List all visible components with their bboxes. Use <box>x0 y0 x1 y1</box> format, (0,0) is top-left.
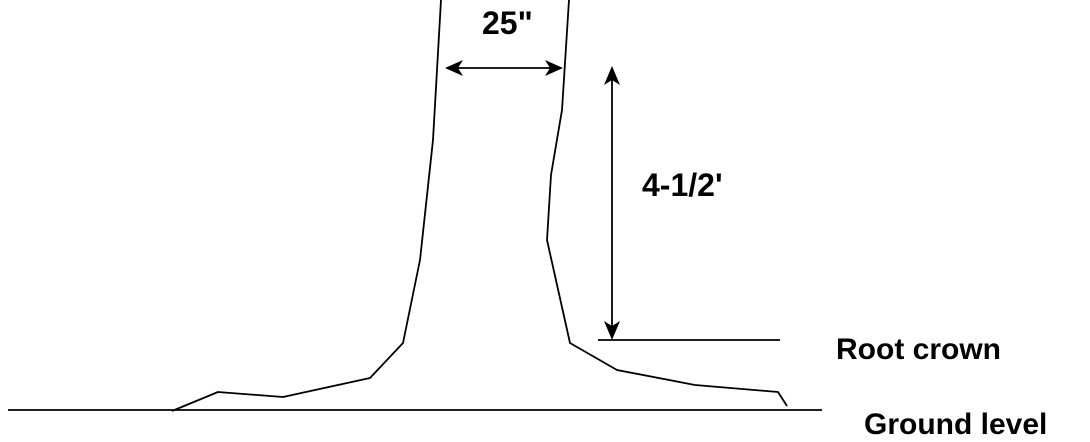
height-label: 4-1/2' <box>642 167 723 203</box>
height-arrow <box>604 66 620 340</box>
diameter-label: 25" <box>482 5 533 41</box>
ground-level-label: Ground level <box>864 408 1047 441</box>
trunk-left-outline <box>171 0 442 412</box>
diameter-arrow <box>445 60 563 76</box>
trunk-right-outline <box>546 0 788 407</box>
root-crown-label: Root crown <box>836 333 1001 366</box>
